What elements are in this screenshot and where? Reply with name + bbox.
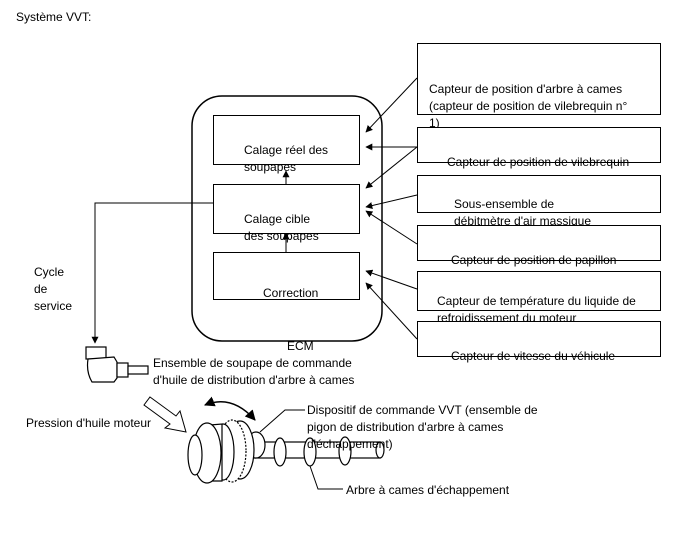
vehicle-speed-sensor-box: Capteur de vitesse du véhicule [417, 321, 661, 363]
vvt-controller-label: Dispositif de commande VVT (ensemble de … [307, 403, 538, 451]
page-title: Système VVT: [16, 10, 92, 24]
actual-valve-timing-label: Calage réel des soupapes [244, 143, 329, 174]
camshaft-position-sensor-label: Capteur de position d'arbre à cames (cap… [429, 82, 628, 130]
rotation-arrow [204, 396, 256, 421]
oil-pressure-arrow [143, 396, 187, 433]
actual-valve-timing-block: Calage réel des soupapes [213, 115, 360, 174]
coolant-temperature-sensor-box: Capteur de température du liquide de ref… [417, 271, 661, 325]
crankshaft-position-sensor-label: Capteur de position de vilebrequin [447, 155, 630, 169]
duty-cycle-label: Cycle de service [34, 265, 73, 313]
target-valve-timing-label: Calage cible des soupapes [244, 212, 319, 243]
camshaft-position-sensor-box: Capteur de position d'arbre à cames (cap… [417, 43, 661, 130]
arrow-crank-sensor-target [365, 146, 418, 189]
camshaft-assembly-icon [187, 419, 385, 484]
throttle-position-sensor-label: Capteur de position de papillon [451, 253, 617, 267]
ocv-label: Ensemble de soupape de commande d'huile … [153, 356, 355, 387]
arrow-ect-sensor [365, 269, 418, 290]
duty-cycle-line [91, 202, 213, 344]
arrow-vss-sensor [365, 282, 418, 340]
ocv-solenoid-icon [85, 346, 149, 383]
arrow-tps-sensor [365, 210, 418, 245]
correction-block: Correction [213, 252, 360, 300]
vehicle-speed-sensor-label: Capteur de vitesse du véhicule [451, 349, 616, 363]
correction-label: Correction [263, 286, 319, 300]
leader-vvt-controller [259, 409, 305, 433]
ecm-container [191, 95, 383, 342]
throttle-position-sensor-box: Capteur de position de papillon [417, 225, 661, 267]
arrow-cam-sensor [365, 77, 418, 133]
exhaust-camshaft-label: Arbre à cames d'échappement [346, 483, 510, 497]
oil-pressure-label: Pression d'huile moteur [26, 416, 152, 430]
mass-air-flow-meter-box: Sous-ensemble de débitmètre d'air massiq… [417, 175, 661, 228]
ecm-label: ECM [287, 339, 314, 353]
leader-exhaust-camshaft [309, 465, 343, 490]
arrow-maf-sensor [365, 194, 418, 209]
target-valve-timing-block: Calage cible des soupapes [213, 184, 360, 243]
crankshaft-position-sensor-box: Capteur de position de vilebrequin [417, 127, 661, 169]
mass-air-flow-meter-label: Sous-ensemble de débitmètre d'air massiq… [454, 197, 592, 228]
